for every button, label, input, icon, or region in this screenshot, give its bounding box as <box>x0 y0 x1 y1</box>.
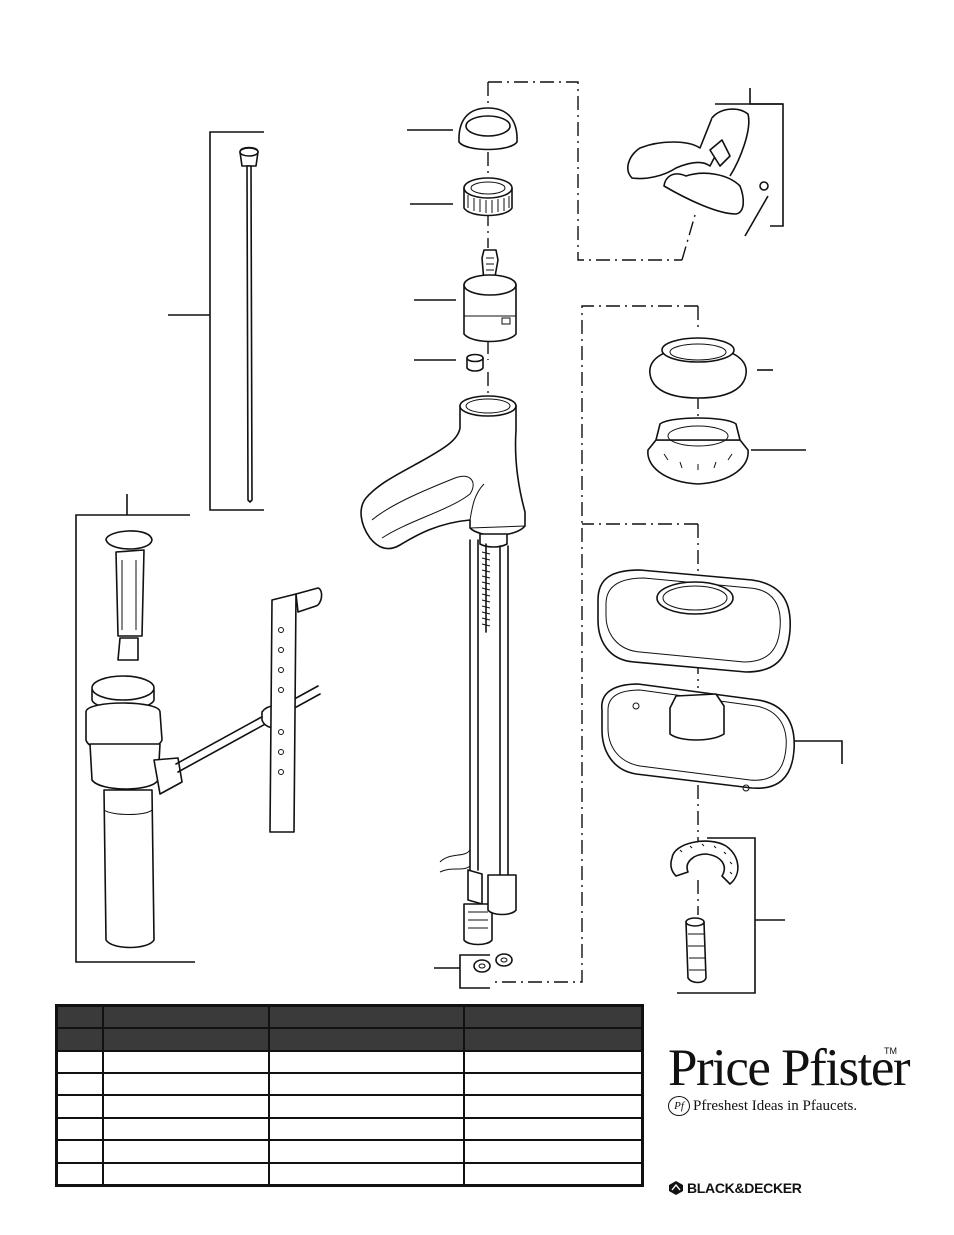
brand-logo: Price Pfister TM Pf Pfreshest Ideas in P… <box>668 1039 911 1116</box>
table-cell <box>462 1049 644 1075</box>
table-cell <box>462 1027 644 1052</box>
brand-tagline-row: Pf Pfreshest Ideas in Pfaucets. <box>668 1096 857 1116</box>
table-cell <box>101 1094 270 1119</box>
table-cell <box>55 1161 104 1187</box>
dome-cap <box>458 107 518 151</box>
exploded-parts-diagram <box>75 81 843 994</box>
table-cell <box>101 1072 270 1097</box>
assembly-path-lines <box>487 81 699 983</box>
clevis-strap <box>269 587 323 833</box>
drain-stopper <box>105 530 153 661</box>
table-cell <box>101 1004 270 1030</box>
table-row <box>55 1116 644 1142</box>
table-cell <box>55 1116 104 1142</box>
table-cell <box>101 1116 270 1142</box>
table-cell <box>55 1049 104 1075</box>
table-row <box>55 1139 644 1164</box>
table-cell <box>267 1027 465 1052</box>
table-cell <box>55 1004 104 1030</box>
table-header-row <box>55 1027 644 1052</box>
table-cell <box>55 1139 104 1164</box>
drain-body <box>85 675 183 949</box>
table-header-row <box>55 1004 644 1030</box>
table-cell <box>267 1094 465 1119</box>
cartridge <box>463 249 517 343</box>
lever-handle <box>627 108 769 215</box>
deck-plate-top <box>597 569 791 673</box>
retaining-nut <box>463 177 513 217</box>
escutcheon-base <box>647 417 749 485</box>
mounting-rod-and-supply-lines <box>439 539 517 946</box>
table-cell <box>101 1161 270 1187</box>
table-cell <box>101 1049 270 1075</box>
brand-tagline: Pfreshest Ideas in Pfaucets. <box>693 1097 858 1114</box>
table-cell <box>462 1094 644 1119</box>
hexagon-logo-icon <box>669 1181 683 1195</box>
deck-plate-gasket <box>601 683 795 792</box>
faucet-body <box>360 395 526 550</box>
table-cell <box>55 1027 104 1052</box>
table-cell <box>267 1049 465 1075</box>
washers <box>473 953 513 973</box>
table-row <box>55 1072 644 1097</box>
escutcheon-cap <box>649 337 747 399</box>
table-cell <box>267 1072 465 1097</box>
table-cell <box>462 1072 644 1097</box>
trademark-mark: TM <box>884 1046 897 1056</box>
table-cell <box>267 1161 465 1187</box>
table-row <box>55 1161 644 1187</box>
table-cell <box>267 1116 465 1142</box>
table-cell <box>462 1161 644 1187</box>
table-cell <box>55 1072 104 1097</box>
small-seal <box>466 353 484 372</box>
callout-leaders <box>75 88 843 994</box>
pivot-rod <box>175 685 321 773</box>
pf-monogram-icon: Pf <box>668 1096 690 1116</box>
table-cell <box>462 1116 644 1142</box>
manufacturer-logo: BLACK&DECKER <box>668 1178 808 1198</box>
c-washer <box>670 840 739 885</box>
table-cell <box>267 1004 465 1030</box>
table-cell <box>101 1027 270 1052</box>
parts-list-table <box>55 1004 644 1187</box>
table-cell <box>267 1139 465 1164</box>
table-cell <box>101 1139 270 1164</box>
brand-name: Price Pfister <box>668 1039 911 1097</box>
lift-rod <box>239 146 259 503</box>
table-cell <box>462 1004 644 1030</box>
table-row <box>55 1094 644 1119</box>
manufacturer-name: BLACK&DECKER <box>687 1180 802 1196</box>
table-cell <box>55 1094 104 1119</box>
threaded-rod <box>685 917 707 984</box>
table-cell <box>462 1139 644 1164</box>
table-row <box>55 1049 644 1075</box>
